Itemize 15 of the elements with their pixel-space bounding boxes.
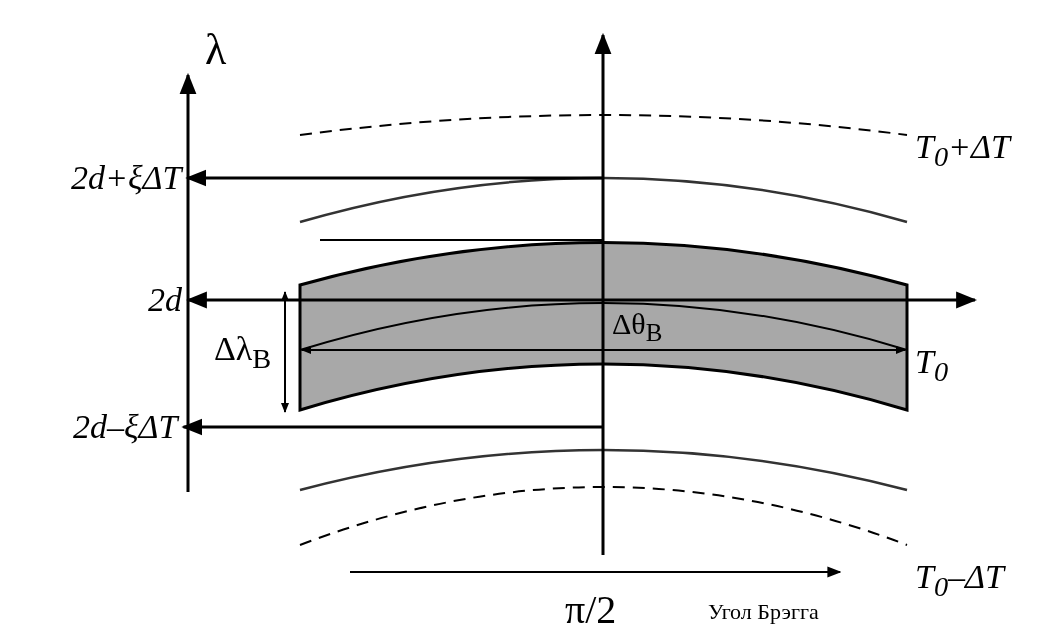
arrow <box>185 169 603 187</box>
axis-value-label: 2d <box>148 283 182 317</box>
curve <box>299 176 908 224</box>
curve-label: T$_{0}$+ΔT <box>915 129 1010 171</box>
dimension-label: Δλ$_{В}$ <box>214 331 272 373</box>
axis-title: Угол Брэгга <box>708 601 819 623</box>
arrow <box>181 418 603 436</box>
axis-tick-label: π/2 <box>565 590 617 630</box>
axis-value-label: 2d+ξΔT <box>71 161 182 195</box>
curve-label: T$_{0}$–ΔT <box>915 559 1004 601</box>
dimension-label: Δθ$_{В}$ <box>612 309 663 345</box>
axis-value-label: 2d–ξΔT <box>73 410 178 444</box>
arrow <box>185 291 978 309</box>
axis-label: λ <box>205 28 227 72</box>
curve-label: T$_{0}$ <box>915 344 949 386</box>
